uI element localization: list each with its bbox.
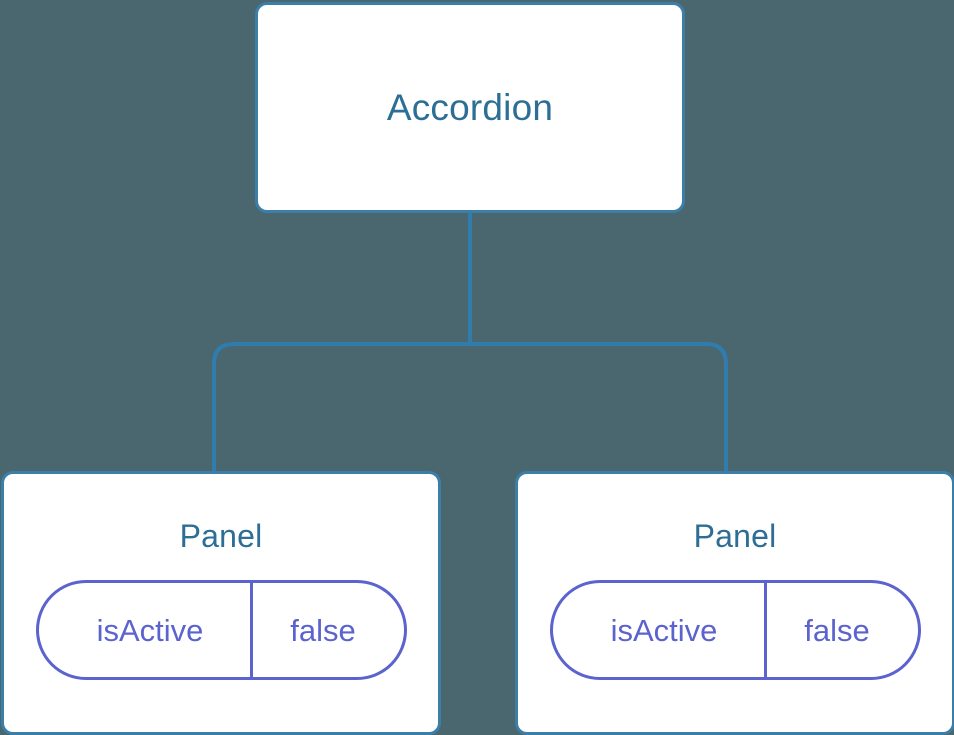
node-panel-2-prop-key: isActive [553,583,767,677]
node-panel-2-label: Panel [693,518,777,554]
node-accordion-label: Accordion [386,87,554,128]
node-panel-2-prop-badge: isActive false [549,580,921,680]
node-panel-2[interactable]: Panel isActive false [515,471,954,735]
node-panel-1-prop-key: isActive [39,583,253,677]
node-panel-1-label: Panel [179,518,263,554]
node-panel-1[interactable]: Panel isActive false [1,471,441,735]
node-panel-1-prop-value: false [290,612,356,648]
node-accordion[interactable]: Accordion [255,2,685,213]
node-panel-2-prop-value: false [804,612,870,648]
node-panel-1-prop-badge: isActive false [35,580,407,680]
edge-root-to-panels [212,342,728,476]
